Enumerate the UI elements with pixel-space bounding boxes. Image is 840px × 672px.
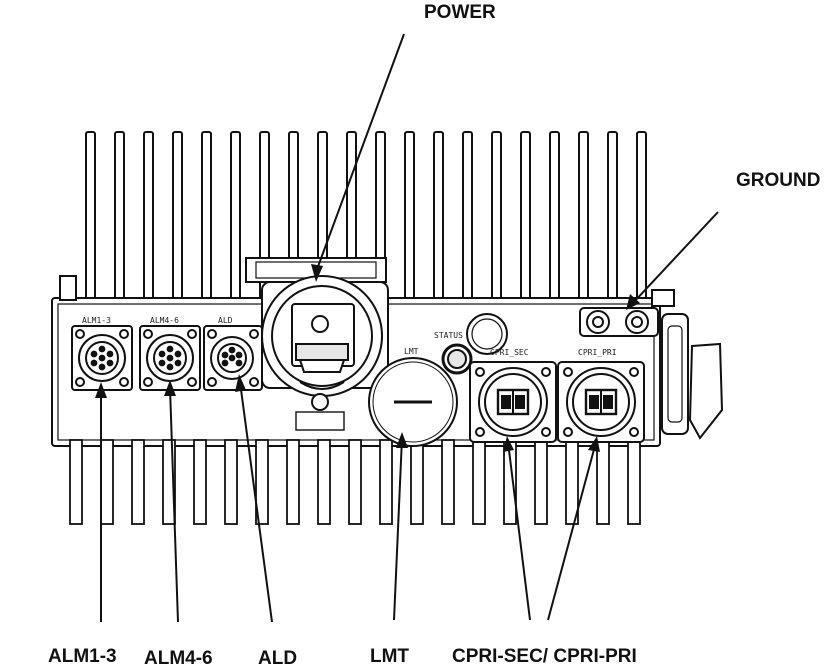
panel-label-alm1-3: ALM1-3 <box>82 316 111 325</box>
bottom-fin <box>349 440 361 524</box>
heat-sink-fin <box>608 132 617 300</box>
side-latch <box>662 314 722 438</box>
cpri-sec-port <box>470 362 556 442</box>
bottom-fin <box>380 440 392 524</box>
bottom-fin <box>70 440 82 524</box>
panel-label-cpri-pri: CPRI_PRI <box>578 348 617 357</box>
ald-connector <box>204 326 262 390</box>
ground-terminals <box>580 308 658 336</box>
panel-label-ald: ALD <box>218 316 233 325</box>
bottom-fin <box>287 440 299 524</box>
lmt-port-cap <box>369 358 457 446</box>
bottom-fin <box>101 440 113 524</box>
bottom-fin <box>597 440 609 524</box>
panel-label-cpri-sec: CPRI_SEC <box>490 348 529 357</box>
heat-sink-fin <box>521 132 530 300</box>
heat-sink-fin <box>405 132 414 300</box>
cpri-sec-leader <box>508 442 530 620</box>
heat-sink-fin <box>86 132 95 300</box>
callout-alm1-3: ALM1-3 <box>48 646 117 667</box>
bottom-fin <box>225 440 237 524</box>
bottom-fin <box>411 440 423 524</box>
panel-label-status: STATUS <box>434 331 463 340</box>
callout-ald: ALD <box>258 648 297 667</box>
bottom-fin <box>442 440 454 524</box>
callout-lmt: LMT <box>370 646 409 667</box>
bottom-fin <box>132 440 144 524</box>
callout-power: POWER <box>424 2 496 23</box>
callout-ground: GROUND <box>736 170 820 191</box>
callout-alm4-6: ALM4-6 <box>144 648 213 667</box>
alm1-3-connector <box>72 326 132 390</box>
heat-sink-fin <box>492 132 501 300</box>
lmt-leader <box>394 438 402 620</box>
heat-sink-fin <box>550 132 559 300</box>
power-leader <box>316 34 404 272</box>
heat-sink-fin <box>173 132 182 300</box>
bottom-fin <box>535 440 547 524</box>
cpri-pri-port <box>558 362 644 442</box>
heat-sink-fin <box>637 132 646 300</box>
panel-label-alm4-6: ALM4-6 <box>150 316 179 325</box>
heat-sink-fin <box>144 132 153 300</box>
callout-cpri-sec-pri: CPRI-SEC/ CPRI-PRI <box>452 646 637 667</box>
panel-label-lmt: LMT <box>404 347 419 356</box>
bottom-fin <box>194 440 206 524</box>
bottom-fin <box>628 440 640 524</box>
bottom-fins <box>70 440 640 524</box>
heat-sink-fin <box>202 132 211 300</box>
heat-sink-fin <box>579 132 588 300</box>
bottom-fin <box>318 440 330 524</box>
bottom-fin <box>473 440 485 524</box>
heat-sink-fin <box>463 132 472 300</box>
heat-sink-fin <box>434 132 443 300</box>
heat-sink-fin <box>115 132 124 300</box>
bottom-fin <box>566 440 578 524</box>
heat-sink-fin <box>231 132 240 300</box>
